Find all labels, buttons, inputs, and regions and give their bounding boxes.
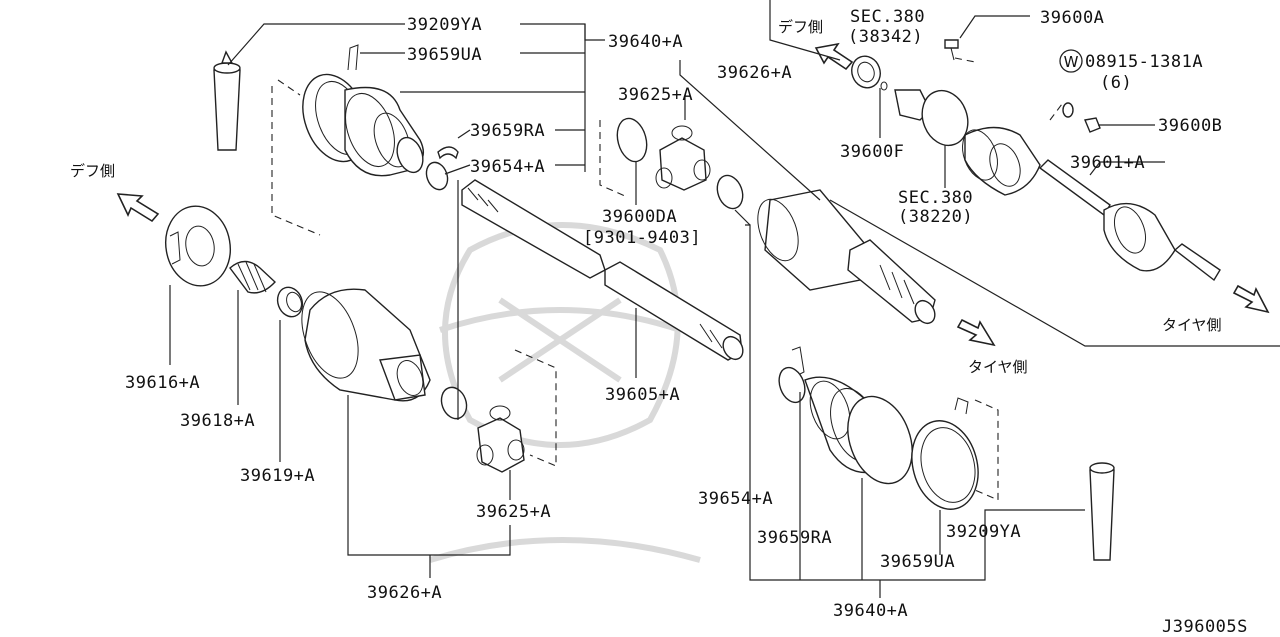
- assembled-driveshaft-39601A: [962, 126, 1221, 282]
- label-39640A-top: 39640+A: [608, 32, 683, 52]
- drive-shaft-39605A: [461, 179, 744, 361]
- oil-seal-sec380: [851, 55, 881, 89]
- label-sec380-mid-ref: (38220): [898, 207, 973, 227]
- label-39605A: 39605+A: [605, 385, 680, 405]
- grease-tube-top: [213, 50, 241, 151]
- washer-nut-right: [1049, 102, 1101, 133]
- tire-side-arrow-right-icon: [1232, 284, 1270, 314]
- label-08915-1381A: 08915-1381A: [1085, 52, 1203, 72]
- diff-side-arrow-left-icon: [116, 193, 160, 223]
- label-39625A-top: 39625+A: [618, 85, 693, 105]
- label-39618A: 39618+A: [180, 411, 255, 431]
- boot-band-lower-large: [911, 420, 979, 510]
- label-39659RA-bottom: 39659RA: [757, 528, 832, 548]
- dashed-bracket-tripod: [514, 349, 557, 467]
- direction-labels: デフ側 デフ側 タイヤ側 タイヤ側: [70, 18, 1222, 376]
- label-39616A: 39616+A: [125, 373, 200, 393]
- label-tire-side-right: タイヤ側: [1162, 316, 1222, 334]
- snap-ring-middle: [440, 386, 468, 420]
- frame-line-39626-top: [679, 60, 821, 201]
- inner-boot: [344, 86, 424, 177]
- dashed-bracket-lower: [974, 399, 999, 501]
- diff-side-arrow-top-icon: [814, 42, 854, 71]
- label-sec380-mid: SEC.380: [898, 188, 973, 208]
- outer-boot-lower: [804, 376, 913, 485]
- label-39659UA-top: 39659UA: [407, 45, 482, 65]
- label-diff-side-left: デフ側: [70, 162, 115, 180]
- label-39601A: 39601+A: [1070, 153, 1145, 173]
- watermark-emblem-icon: [429, 222, 701, 563]
- label-39654A-top: 39654+A: [470, 157, 545, 177]
- circlip-39600DA: [616, 117, 648, 163]
- frame-line-lower-right: [829, 199, 1280, 347]
- frame-line-top: [769, 0, 841, 61]
- flange-sec380: [894, 89, 969, 147]
- label-tire-side-middle: タイヤ側: [968, 358, 1028, 376]
- label-39659RA-top: 39659RA: [470, 121, 545, 141]
- dashed-bracket-left: [271, 79, 321, 236]
- dust-cover-39616A: [165, 205, 231, 287]
- joint-housing-39626A: [301, 288, 431, 402]
- label-39625A-bottom: 39625+A: [476, 502, 551, 522]
- washer-symbol-icon: W: [1059, 49, 1083, 73]
- label-sec380-top-ref: (38342): [848, 27, 923, 47]
- grease-tube-bottom: [1089, 462, 1115, 561]
- label-39209YA-top: 39209YA: [407, 15, 482, 35]
- dashed-bracket-upper: [599, 120, 626, 197]
- label-39600B: 39600B: [1158, 116, 1222, 136]
- ring-39600F: [880, 81, 888, 91]
- label-39626A-top: 39626+A: [717, 63, 792, 83]
- band-clip-lower: [954, 397, 969, 415]
- label-range-9301-9403: [9301-9403]: [583, 228, 701, 248]
- label-39626A-bottom: 39626+A: [367, 583, 442, 603]
- small-band-39659RA: [437, 146, 459, 160]
- label-39600DA: 39600DA: [602, 207, 677, 227]
- snap-ring-upper-right: [716, 174, 744, 210]
- label-39654A-bottom: 39654+A: [698, 489, 773, 509]
- label-diff-side-top: デフ側: [778, 18, 823, 36]
- label-sec380-top: SEC.380: [850, 7, 925, 27]
- outer-joint-39626A: [757, 189, 936, 325]
- boot-band-top: [347, 44, 359, 71]
- bolt-39600A: [944, 39, 976, 63]
- boot-band-lower-small: [778, 346, 806, 404]
- label-39640A-bottom: 39640+A: [833, 601, 908, 621]
- bushing-39619A: [276, 286, 304, 318]
- label-39619A: 39619+A: [240, 466, 315, 486]
- tire-side-arrow-middle-icon: [956, 318, 996, 347]
- label-39209YA-bottom: 39209YA: [946, 522, 1021, 542]
- snap-ring-39654A: [425, 161, 449, 191]
- label-39659UA-bottom: 39659UA: [880, 552, 955, 572]
- tripod-joint-lower: [476, 405, 525, 473]
- spring-39618A: [229, 260, 276, 294]
- diagram-code: J396005S: [1162, 617, 1248, 637]
- part-labels: 39209YA 39659UA 39640+A 39659RA 39654+A …: [125, 7, 1222, 621]
- washer-symbol-letter: W: [1064, 53, 1079, 71]
- tripod-joint-upper: [655, 125, 711, 191]
- label-39600A: 39600A: [1040, 8, 1104, 28]
- leader-lines: [169, 15, 1165, 598]
- label-39600F: 39600F: [840, 142, 904, 162]
- label-08915-qty: (6): [1100, 73, 1132, 93]
